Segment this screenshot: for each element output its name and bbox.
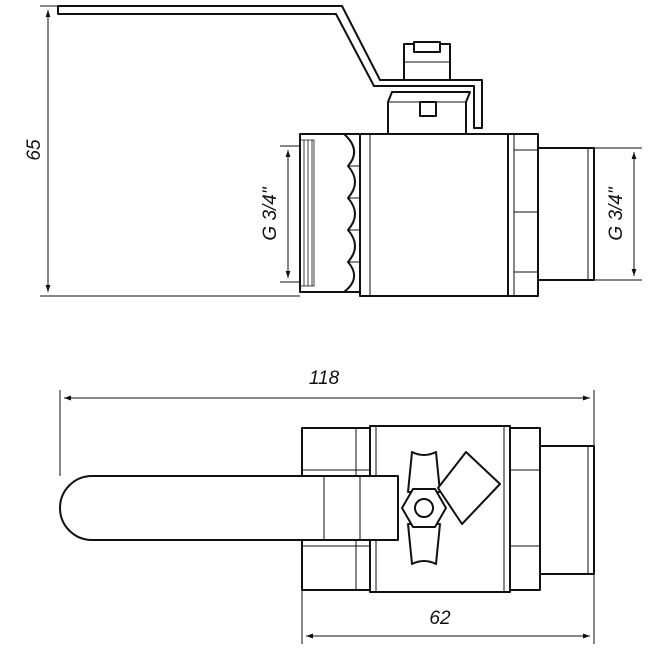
height-dimension: 65: [24, 5, 300, 297]
handle-arm: [437, 451, 501, 525]
length-dimension-label: 118: [309, 368, 340, 389]
top-right-hex: [509, 427, 541, 591]
right-thread-dimension: G 3/4": [594, 147, 642, 281]
top-male-thread-end: [539, 445, 595, 575]
right-hex: [507, 133, 539, 297]
top-view: [59, 425, 595, 593]
right-thread-label: G 3/4": [606, 186, 627, 240]
left-hex-end: [299, 133, 361, 293]
left-thread-dimension: G 3/4": [260, 145, 300, 283]
handle-lever: [57, 5, 483, 129]
length-dimension: 118: [59, 368, 595, 476]
top-handle: [59, 475, 399, 541]
body-length-label: 62: [429, 608, 451, 629]
stop-wing: [407, 451, 441, 493]
hex-nut: [401, 488, 447, 528]
valve-body: [359, 133, 509, 297]
left-thread-label: G 3/4": [260, 186, 281, 240]
front-view: [57, 5, 595, 297]
body-length-dimension: 62: [301, 574, 595, 644]
male-thread-end: [537, 147, 595, 281]
height-dimension-label: 65: [24, 139, 45, 161]
